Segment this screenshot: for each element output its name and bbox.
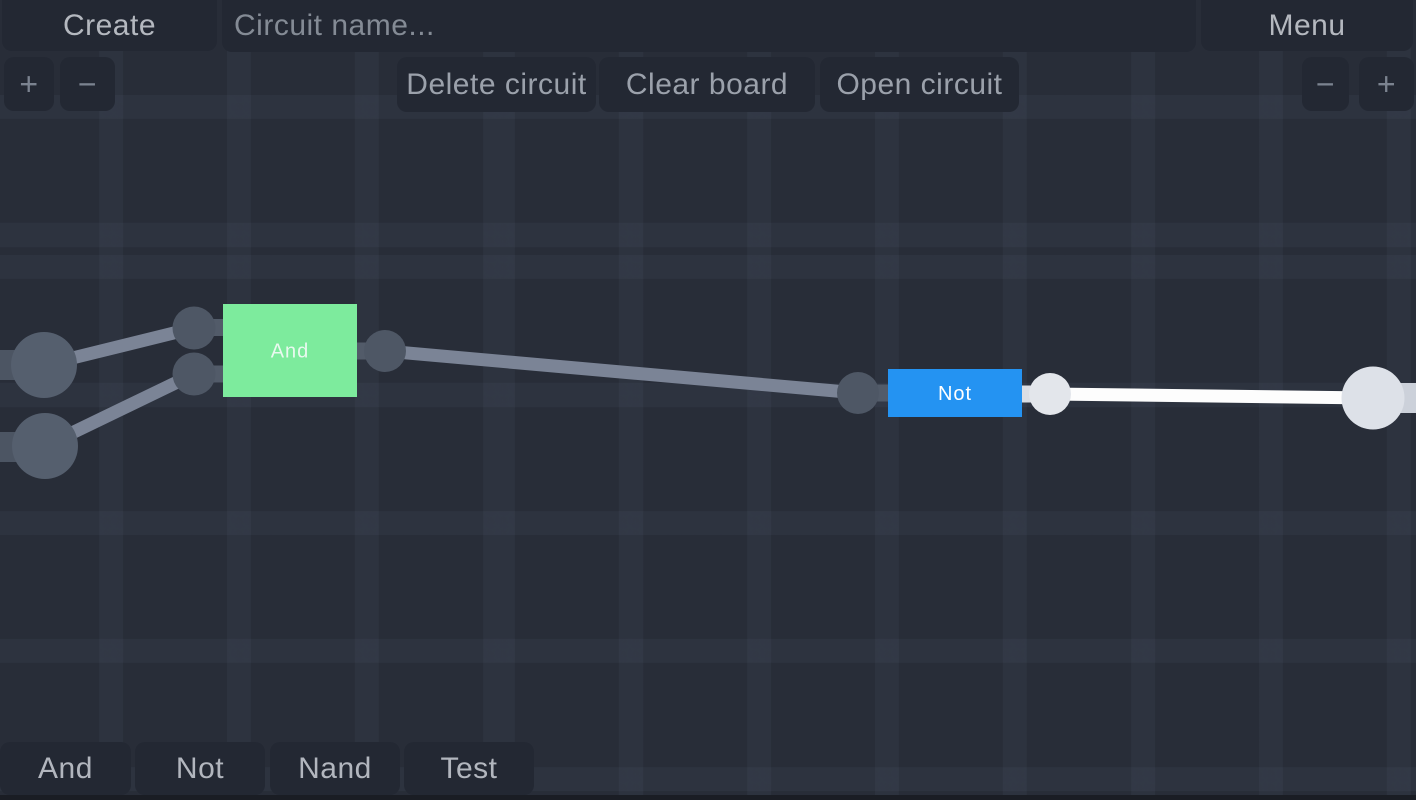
gate-not[interactable] (888, 369, 1022, 417)
create-button[interactable]: Create (2, 0, 217, 51)
gate-and[interactable] (223, 304, 357, 397)
zoom-in-left-button[interactable]: + (4, 57, 54, 111)
switch-node-1[interactable] (11, 332, 77, 398)
not-input-node[interactable] (837, 372, 879, 414)
not-output-node[interactable] (1029, 373, 1071, 415)
palette-item-test[interactable]: Test (404, 742, 534, 795)
zoom-in-right-button[interactable]: + (1359, 57, 1414, 111)
gate-not-label: Not (938, 383, 972, 405)
zoom-out-left-button[interactable]: − (60, 57, 115, 111)
zoom-out-right-button[interactable]: − (1302, 57, 1349, 111)
and-output-node[interactable] (364, 330, 406, 372)
bottom-edge-strip (0, 795, 1416, 800)
output-lamp-node[interactable] (1341, 366, 1405, 430)
and-input-node-2[interactable] (172, 352, 216, 396)
menu-button[interactable]: Menu (1201, 0, 1413, 51)
palette-item-nand[interactable]: Nand (270, 742, 400, 795)
wire-and-to-not[interactable] (384, 344, 859, 400)
clear-board-button[interactable]: Clear board (599, 57, 815, 112)
wire-not-to-output[interactable] (1049, 387, 1374, 405)
and-input-node-1[interactable] (172, 306, 216, 350)
palette-item-not[interactable]: Not (135, 742, 265, 795)
switch-node-2[interactable] (12, 413, 78, 479)
gate-and-label: And (271, 341, 310, 363)
delete-circuit-button[interactable]: Delete circuit (397, 57, 596, 112)
open-circuit-button[interactable]: Open circuit (820, 57, 1019, 112)
palette-item-and[interactable]: And (0, 742, 131, 795)
circuit-name-input[interactable] (222, 0, 1196, 52)
